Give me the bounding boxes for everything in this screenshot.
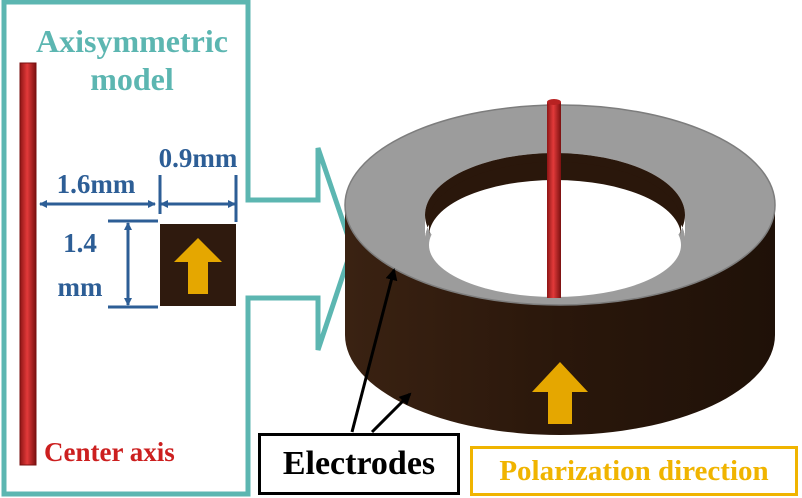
height-dimension-label-line1: 1.4 — [63, 228, 97, 258]
ring-center-axis-top — [547, 99, 561, 105]
electrodes-leader-bottom — [370, 392, 412, 434]
electrodes-leader-top — [350, 268, 398, 433]
model-title-line1: Axisymmetric — [36, 23, 228, 59]
center-axis-label: Center axis — [44, 437, 175, 467]
electrodes-label-text: Electrodes — [282, 445, 436, 482]
height-dimension-label-line2: mm — [58, 272, 103, 302]
radius-dimension-label: 1.6mm — [57, 169, 136, 199]
model-title-line2: model — [90, 61, 174, 97]
model-panel-outline — [1, 0, 355, 497]
cross-section-polarization-arrow — [174, 238, 222, 294]
polarization-direction-label: Polarization direction — [470, 446, 798, 496]
ring-center-axis-rod — [547, 102, 561, 298]
ring-polarization-arrow — [532, 362, 588, 424]
center-axis-rod — [19, 62, 37, 466]
width-dimension-label: 0.9mm — [159, 143, 238, 173]
polarization-direction-label-text: Polarization direction — [499, 454, 769, 487]
electrodes-label: Electrodes — [258, 433, 460, 495]
ring-outer-side — [345, 205, 775, 435]
ring-inner-wall-visible — [429, 162, 681, 236]
